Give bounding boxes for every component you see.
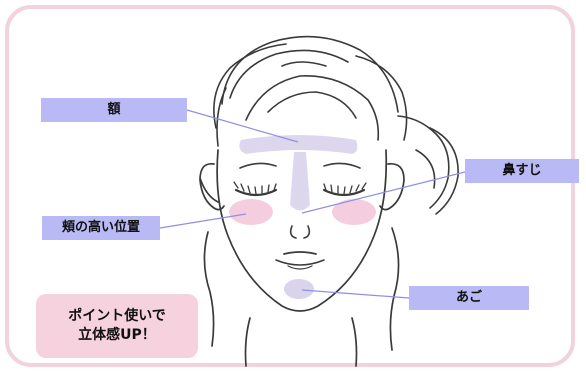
label-nose-bridge: 鼻すじ bbox=[465, 159, 579, 183]
left-cheek-blush bbox=[229, 199, 273, 225]
right-cheek-blush bbox=[332, 199, 376, 225]
callout-line-2: 立体感UP！ bbox=[78, 327, 156, 343]
hair-sketch bbox=[213, 35, 459, 215]
chin-highlight bbox=[284, 279, 314, 299]
face-outline-sketch bbox=[199, 149, 405, 367]
label-cheek-high: 頬の高い位置 bbox=[42, 216, 160, 240]
facial-features-sketch bbox=[233, 162, 367, 270]
leader-line-nose bbox=[301, 171, 466, 214]
label-chin: あご bbox=[409, 286, 529, 310]
leader-lines bbox=[159, 109, 466, 299]
callout-line-1: ポイント使いで bbox=[68, 308, 166, 324]
label-forehead: 額 bbox=[41, 98, 187, 122]
callout-box: ポイント使いで 立体感UP！ bbox=[36, 294, 198, 358]
nose-bridge-highlight bbox=[290, 152, 310, 211]
leader-line-chin bbox=[301, 289, 410, 299]
leader-line-forehead bbox=[186, 109, 299, 143]
forehead-highlight bbox=[239, 135, 358, 154]
leader-line-cheek bbox=[159, 213, 247, 229]
